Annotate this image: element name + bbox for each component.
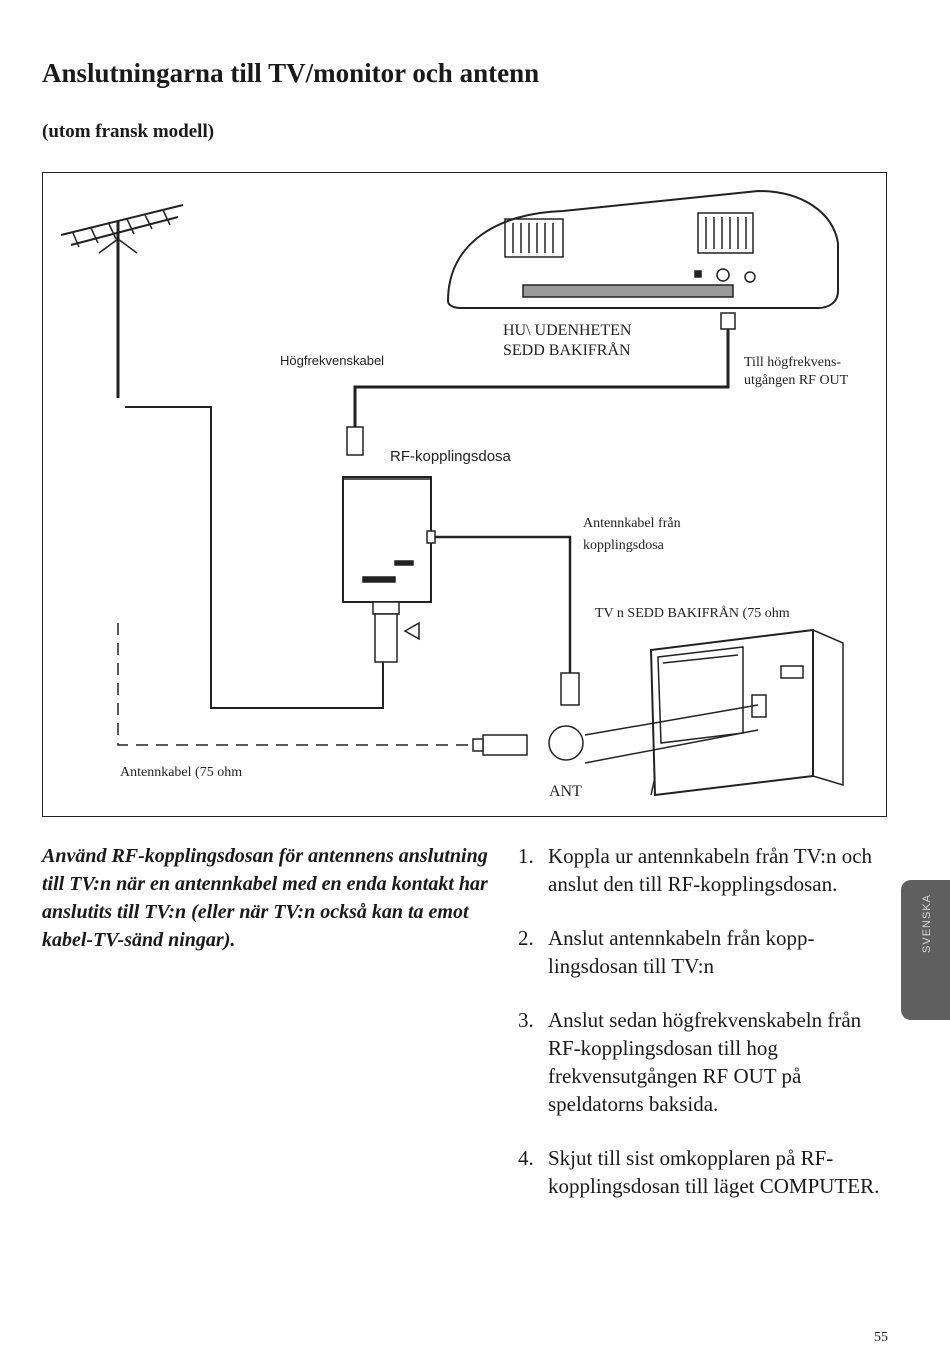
step-list: 1. Koppla ur antennkabeln från TV:n och … (518, 842, 898, 1226)
rf-cable-label: Högfrekvenskabel (280, 353, 385, 368)
language-tab: SVENSKA (901, 880, 950, 1020)
step-number: 2. (518, 926, 534, 950)
step-text: Skjut till sist omkopplaren på RF-koppli… (548, 1146, 880, 1198)
tv-icon (649, 628, 844, 797)
list-item: 2. Anslut antennkabeln från kopp-lingsdo… (518, 924, 898, 980)
rf-cable (353, 315, 730, 428)
language-tab-label: SVENSKA (921, 894, 933, 953)
connection-diagram: HU\ UDENHETEN SEDD BAKIFRÅN Högfrekvensk… (42, 172, 887, 817)
list-item: 4. Skjut till sist omkopplaren på RF-kop… (518, 1144, 898, 1200)
page-number: 55 (874, 1330, 888, 1345)
antenna-to-box-cable (125, 406, 384, 709)
antenna-icon (60, 204, 184, 398)
ant-label: ANT (549, 783, 582, 800)
rf-out-label: Till högfrekvens- utgången RF OUT (744, 355, 849, 388)
step-text: Anslut sedan högfrekvenskabeln från RF-k… (548, 1008, 862, 1116)
antenna-cable-dashed (117, 623, 473, 746)
tv-label: TV n SEDD BAKIFRÅN (75 ohm (595, 606, 790, 621)
intro-text: Använd RF-kopplingsdosan för antennens a… (42, 845, 488, 951)
step-text: Anslut antennkabeln från kopp-lingsdosan… (548, 926, 815, 978)
step-text: Koppla ur antennkabeln från TV:n och ans… (548, 844, 873, 896)
step-number: 3. (518, 1008, 534, 1032)
page-subtitle: (utom fransk modell) (42, 121, 215, 142)
main-unit-label: HU\ UDENHETEN SEDD BAKIFRÅN (503, 322, 632, 359)
box-to-tv-cable (435, 535, 572, 673)
page-title: Anslutningarna till TV/monitor och anten… (42, 58, 540, 88)
list-item: 3. Anslut sedan högfrekvenskabeln från R… (518, 1006, 898, 1118)
ant-socket (548, 725, 584, 761)
list-item: 1. Koppla ur antennkabeln från TV:n och … (518, 842, 898, 898)
step-number: 1. (518, 844, 534, 868)
antenna-cable-label: Antennkabel (75 ohm (120, 765, 243, 780)
rf-box-icon (342, 426, 436, 663)
main-unit-icon (446, 189, 839, 309)
diagram-drawing (60, 189, 844, 797)
box-cable-label: Antennkabel från kopplingsdosa (583, 516, 681, 553)
rf-box-label: RF-kopplingsdosa (390, 448, 511, 465)
step-number: 4. (518, 1146, 534, 1170)
